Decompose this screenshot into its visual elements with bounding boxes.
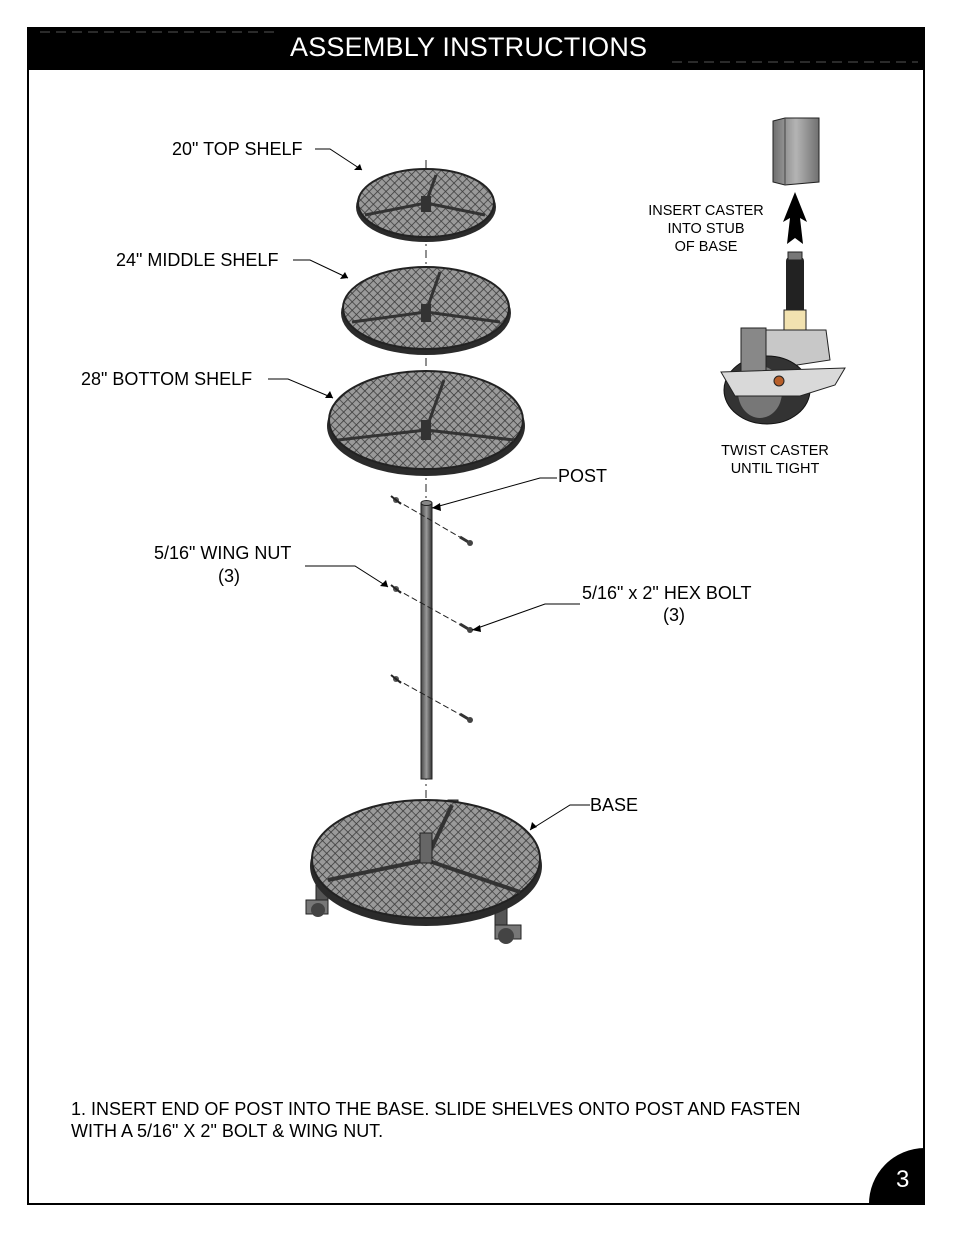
caster-twist-note: TWIST CASTER UNTIL TIGHT bbox=[705, 442, 845, 478]
leader-base bbox=[529, 804, 590, 831]
leader-wing-nut bbox=[305, 565, 389, 588]
middle-shelf bbox=[341, 266, 511, 355]
leader-bottom-shelf bbox=[268, 378, 334, 399]
bottom-shelf bbox=[327, 370, 525, 476]
page-number-badge bbox=[868, 1148, 925, 1205]
base-caster-right bbox=[494, 924, 522, 944]
label-bottom-shelf: 28" BOTTOM SHELF bbox=[81, 369, 253, 389]
wing-nut-2 bbox=[390, 584, 402, 594]
post bbox=[420, 500, 433, 780]
page-title: ASSEMBLY INSTRUCTIONS bbox=[290, 32, 648, 62]
hardware-set bbox=[395, 499, 471, 721]
label-base: BASE bbox=[590, 795, 639, 815]
label-post: POST bbox=[558, 466, 608, 486]
caster-insert-note: INSERT CASTER INTO STUB OF BASE bbox=[636, 202, 776, 256]
base-caster-left bbox=[305, 899, 329, 917]
label-hex-bolt: 5/16" x 2" HEX BOLT bbox=[582, 583, 752, 603]
wing-nut-3 bbox=[390, 674, 402, 684]
wing-nut-1 bbox=[390, 495, 402, 505]
label-middle-shelf: 24" MIDDLE SHELF bbox=[116, 250, 279, 270]
hex-bolt-1 bbox=[459, 535, 473, 546]
step-1-line: WITH A 5/16" X 2" BOLT & WING NUT. bbox=[71, 1121, 384, 1141]
step-1-line: 1. INSERT END OF POST INTO THE BASE. SLI… bbox=[71, 1099, 801, 1119]
hex-bolt-2 bbox=[459, 622, 473, 633]
caster-insert-line: INTO STUB bbox=[667, 221, 745, 237]
step-1-instructions: 1. INSERT END OF POST INTO THE BASE. SLI… bbox=[71, 1098, 901, 1142]
label-hex-bolt-qty: (3) bbox=[663, 605, 685, 625]
header-bar bbox=[27, 27, 925, 70]
leader-hex-bolt bbox=[471, 603, 580, 631]
label-wing-nut-qty: (3) bbox=[218, 566, 240, 586]
label-wing-nut: 5/16" WING NUT bbox=[154, 543, 292, 563]
caster-detail bbox=[720, 251, 846, 425]
label-top-shelf: 20" TOP SHELF bbox=[172, 139, 303, 159]
base-stub-detail bbox=[772, 117, 820, 186]
base bbox=[305, 799, 542, 944]
page-number: 3 bbox=[896, 1166, 910, 1193]
insert-arrow-icon bbox=[783, 192, 807, 244]
top-shelf bbox=[356, 168, 496, 242]
leader-middle-shelf bbox=[293, 259, 349, 279]
hex-bolt-3 bbox=[459, 712, 473, 723]
leader-post bbox=[431, 477, 557, 509]
leader-top-shelf bbox=[315, 148, 363, 171]
caster-twist-line: TWIST CASTER bbox=[721, 443, 829, 459]
caster-insert-line: OF BASE bbox=[674, 239, 738, 255]
caster-twist-line: UNTIL TIGHT bbox=[730, 461, 820, 477]
caster-insert-line: INSERT CASTER bbox=[648, 203, 764, 219]
